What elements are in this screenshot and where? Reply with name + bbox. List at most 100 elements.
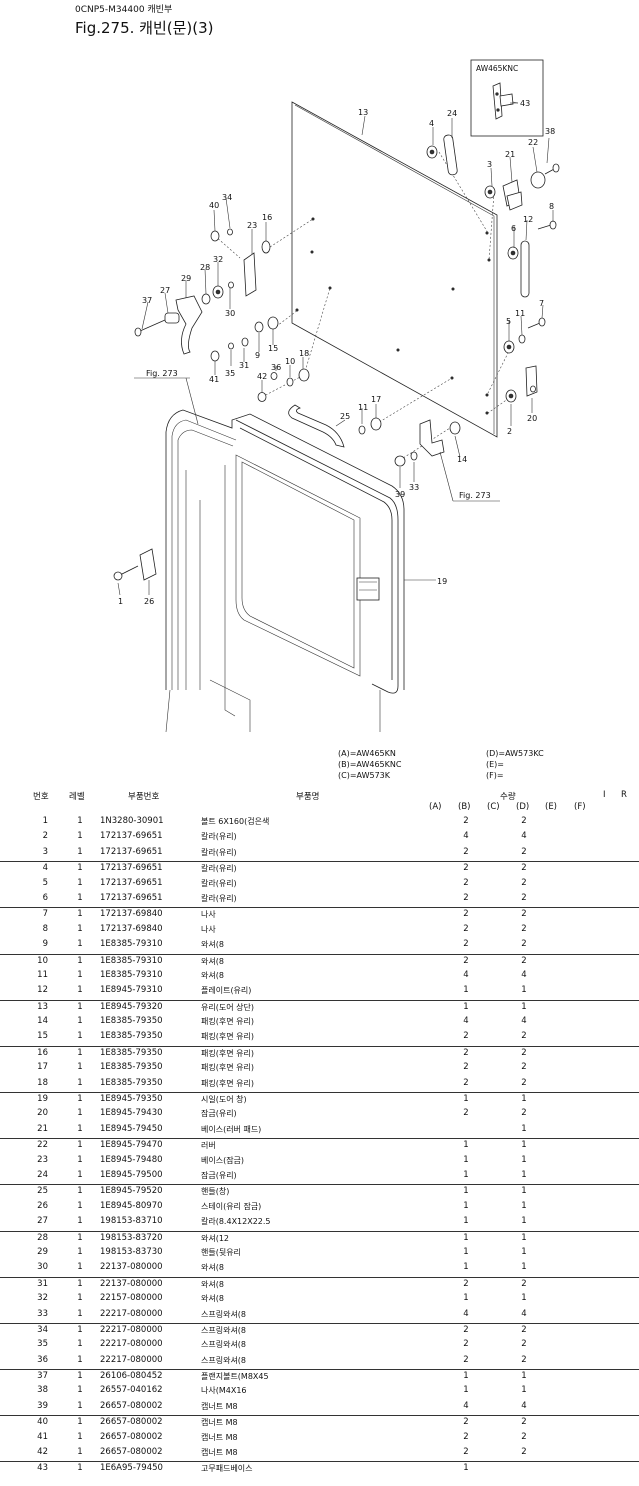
cell-qty-b: 4	[463, 969, 469, 980]
cell-no: 22	[37, 1140, 48, 1151]
cell-name: 칼라(유리)	[201, 864, 237, 874]
cell-name: 스프링와셔(8	[201, 1325, 247, 1335]
cell-qty-b: 4	[463, 831, 469, 842]
cell-qty-d: 1	[521, 985, 527, 996]
cell-qty-b: 1	[463, 1371, 469, 1382]
cell-part-no: 172137-69651	[100, 831, 163, 842]
callout-19: 19	[437, 577, 447, 586]
cell-qty-b: 2	[463, 877, 469, 888]
cell-name: 베이스(러버 패드)	[201, 1124, 262, 1134]
cell-level: 1	[77, 1062, 83, 1073]
door-frame	[113, 409, 405, 732]
callout-30: 30	[225, 309, 235, 318]
cell-qty-b: 2	[463, 892, 469, 903]
callout-36: 36	[271, 363, 281, 372]
cell-level: 1	[77, 1140, 83, 1151]
doc-code: 0CNP5-M34400 캐빈부	[75, 5, 173, 15]
cell-qty-b: 1	[463, 1001, 469, 1012]
model-e: (E)=	[486, 760, 504, 769]
cell-no: 43	[37, 1463, 48, 1474]
cell-level: 1	[77, 816, 83, 826]
cell-qty-d: 2	[521, 923, 527, 934]
cell-qty-d: 1	[521, 1186, 527, 1197]
cell-qty-b: 4	[463, 1400, 469, 1411]
latch-parts	[134, 228, 382, 435]
cell-no: 30	[37, 1262, 48, 1273]
cell-part-no: 26106-080452	[100, 1371, 163, 1382]
cell-qty-b: 2	[463, 1062, 469, 1073]
cell-qty-d: 1	[521, 1371, 527, 1382]
callout-38: 38	[545, 127, 555, 136]
cell-part-no: 1E8385-79350	[100, 1047, 163, 1058]
cell-level: 1	[77, 1385, 83, 1396]
cell-qty-b: 2	[463, 1339, 469, 1350]
cell-name: 와셔(8	[201, 1279, 224, 1289]
callout-35: 35	[225, 369, 235, 378]
cell-qty-d: 2	[521, 846, 527, 857]
callout-13: 13	[358, 108, 368, 117]
cell-part-no: 1E8945-79500	[100, 1169, 163, 1180]
cell-level: 1	[77, 1417, 83, 1428]
cell-qty-d: 1	[521, 1293, 527, 1304]
cell-level: 1	[77, 1308, 83, 1319]
glass-panel	[291, 101, 498, 438]
cell-name: 베이스(잠금)	[201, 1155, 245, 1165]
cell-no: 37	[37, 1371, 48, 1382]
cell-qty-d: 1	[521, 1216, 527, 1227]
cell-no: 42	[37, 1447, 48, 1458]
callout-43: 43	[520, 99, 530, 108]
cell-name: 와셔(12	[201, 1233, 230, 1243]
cell-qty-d: 2	[521, 1062, 527, 1073]
col-qty: 수량	[500, 792, 516, 802]
cell-qty-d: 1	[521, 1094, 527, 1105]
ref-label-fig273-left: Fig. 273	[146, 369, 178, 378]
cell-name: 잠금(유리)	[201, 1109, 237, 1119]
col-r: R	[621, 790, 627, 800]
callout-12: 12	[523, 215, 533, 224]
callout-25: 25	[340, 412, 350, 421]
callout-2: 2	[507, 427, 512, 436]
cell-name: 나사	[201, 910, 216, 920]
cell-no: 11	[37, 969, 48, 980]
cell-level: 1	[77, 863, 83, 874]
cell-level: 1	[77, 1016, 83, 1027]
cell-name: 와셔(8	[201, 1294, 224, 1304]
cell-qty-d: 2	[521, 877, 527, 888]
cell-level: 1	[77, 1463, 83, 1474]
cell-no: 24	[37, 1169, 48, 1180]
callout-28: 28	[200, 263, 210, 272]
cell-qty-d: 4	[521, 969, 527, 980]
cell-qty-b: 2	[463, 923, 469, 934]
model-b: (B)=AW465KNC	[338, 760, 402, 769]
cell-part-no: 1E8945-79480	[100, 1154, 163, 1165]
cell-no: 3	[42, 846, 48, 857]
cell-qty-b: 1	[463, 1094, 469, 1105]
callout-8: 8	[549, 202, 554, 211]
cell-part-no: 1E8385-79350	[100, 1016, 163, 1027]
cell-qty-d: 1	[521, 1169, 527, 1180]
cell-no: 25	[37, 1186, 48, 1197]
cell-part-no: 1E8385-79350	[100, 1077, 163, 1088]
cell-qty-b: 1	[463, 1293, 469, 1304]
cell-no: 14	[37, 1016, 48, 1027]
cell-name: 나사(M4X16	[201, 1386, 247, 1396]
cell-name: 스프링와셔(8	[201, 1340, 247, 1350]
callout-23: 23	[247, 221, 257, 230]
cell-name: 패킹(후면 유리)	[201, 1078, 254, 1088]
cell-qty-d: 2	[521, 816, 527, 826]
cell-qty-b: 2	[463, 1354, 469, 1365]
cell-no: 6	[42, 892, 48, 903]
cell-no: 27	[37, 1216, 48, 1227]
cell-qty-d: 4	[521, 1016, 527, 1027]
cell-qty-d: 2	[521, 1431, 527, 1442]
